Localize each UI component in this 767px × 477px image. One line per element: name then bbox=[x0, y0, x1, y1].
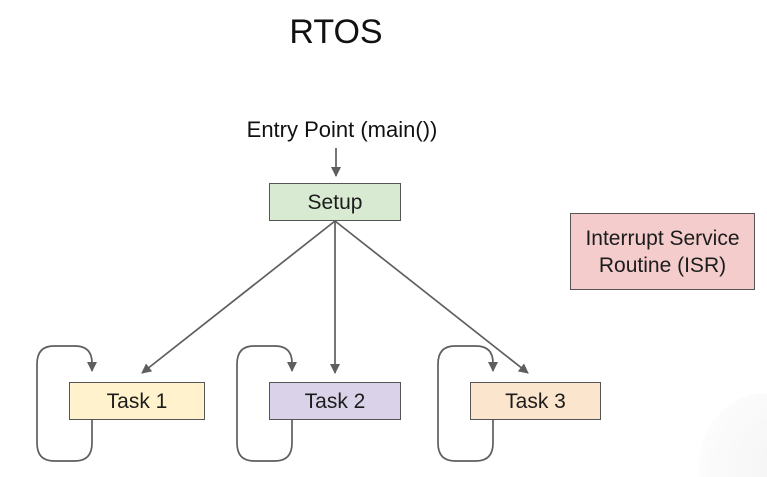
edge-setup-to-task1 bbox=[141, 220, 336, 374]
task2-node: Task 2 bbox=[269, 382, 401, 420]
task1-self-loop bbox=[36, 345, 97, 462]
task3-node-label: Task 3 bbox=[505, 389, 566, 413]
task2-node-label: Task 2 bbox=[304, 389, 366, 413]
diagram-title: RTOS bbox=[289, 13, 383, 51]
task2-self-loop bbox=[236, 345, 297, 462]
isr-node: Interrupt Service Routine (ISR) bbox=[570, 213, 755, 290]
setup-node: Setup bbox=[269, 183, 401, 221]
setup-node-label: Setup bbox=[307, 190, 363, 214]
task1-node: Task 1 bbox=[69, 382, 205, 420]
task3-node: Task 3 bbox=[470, 382, 601, 420]
edge-setup-to-task3 bbox=[334, 220, 529, 374]
entry-point-label: Entry Point (main()) bbox=[246, 117, 438, 142]
task1-node-label: Task 1 bbox=[106, 389, 168, 413]
isr-node-label: Interrupt Service Routine (ISR) bbox=[585, 226, 740, 277]
task3-self-loop bbox=[437, 345, 498, 462]
